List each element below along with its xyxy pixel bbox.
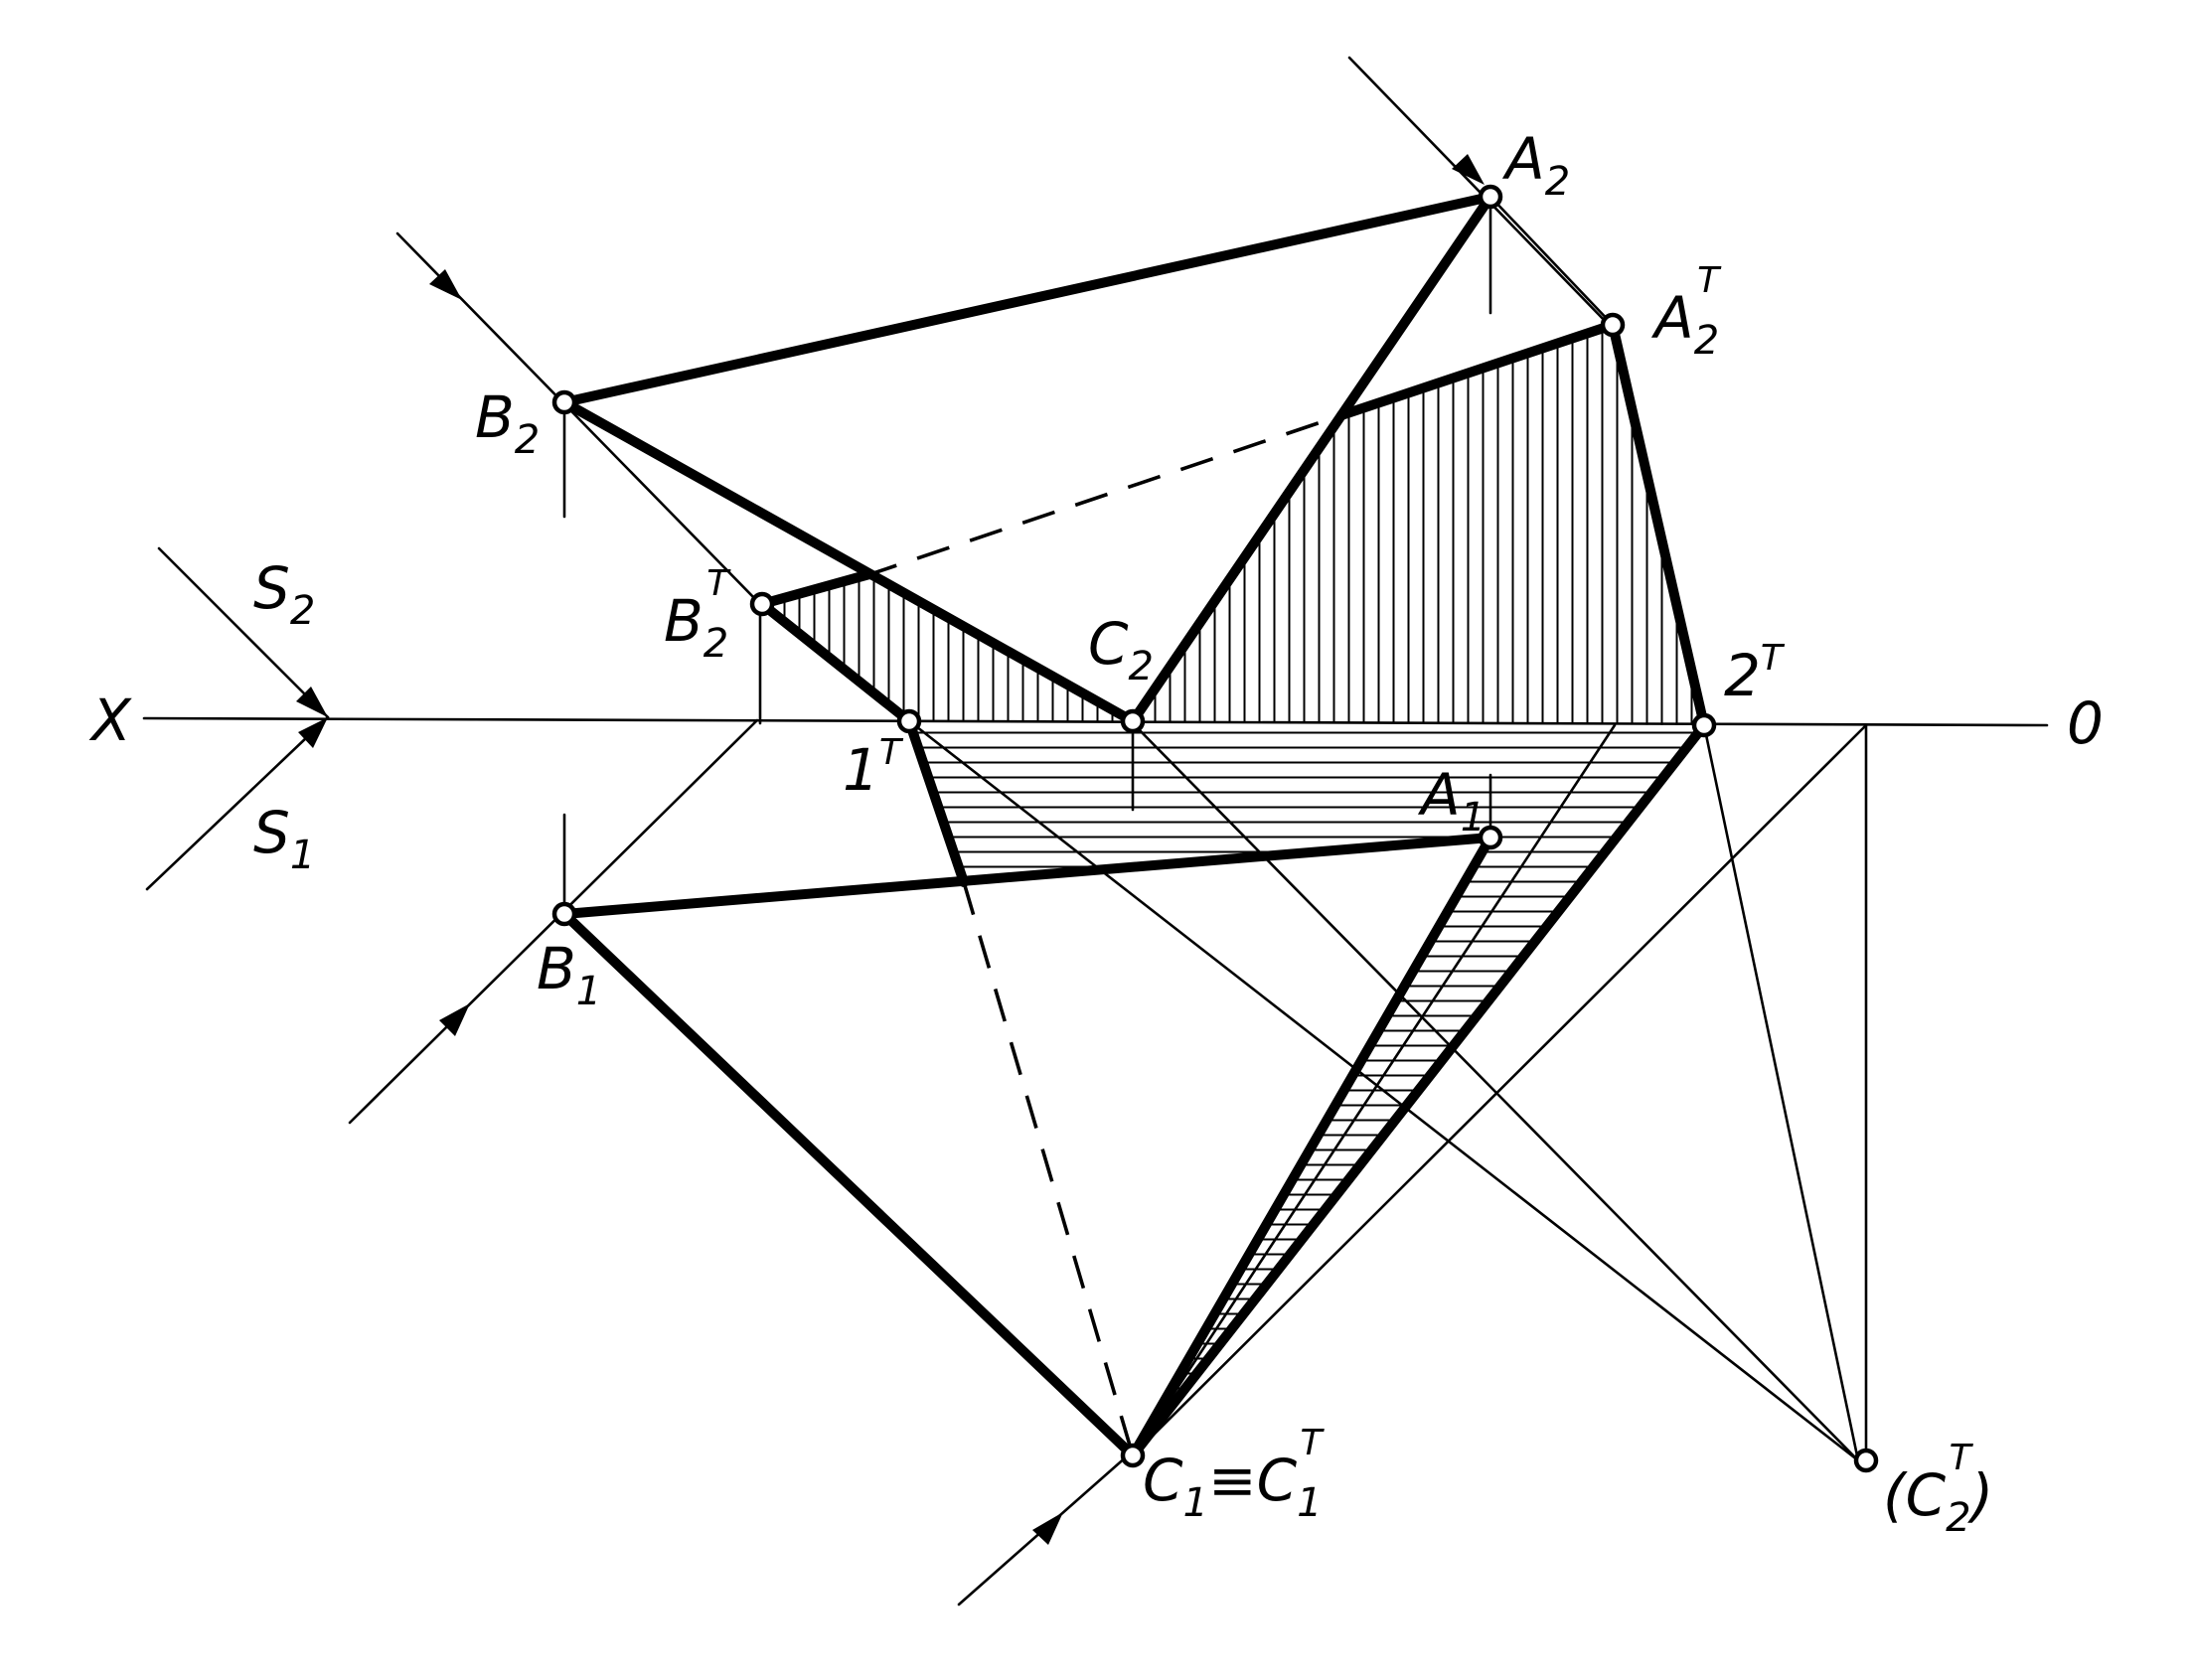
visible-edges — [559, 192, 1709, 1460]
hidden-line-b2t-a2t — [863, 413, 1342, 578]
label-2t: 2T — [1724, 638, 1786, 709]
vertex-points — [551, 184, 1879, 1473]
direction-arrow-s1 — [145, 715, 330, 891]
label-b1: B1 — [537, 935, 601, 1014]
direction-arrow-s2 — [157, 546, 330, 719]
hatch-vertical-shadow — [768, 328, 1693, 725]
label-s2: S2 — [253, 554, 315, 634]
label-c2: C2 — [1088, 610, 1154, 689]
label-a2t: A2T — [1650, 260, 1722, 364]
axis-0-label: 0 — [2067, 689, 2104, 757]
label-c2t: (C2T) — [1883, 1438, 1993, 1541]
hidden-line-1t-c1 — [962, 881, 1135, 1456]
label-s1: S1 — [253, 799, 315, 878]
hatch-horizontal-shadow — [911, 731, 1699, 1450]
label-1t: 1T — [843, 732, 904, 804]
label-c1-c1t: C1≡C1T — [1143, 1423, 1326, 1526]
label-a1: A1 — [1417, 761, 1486, 840]
axis-x-label: X — [88, 687, 132, 754]
axis-x-0 — [142, 716, 2049, 727]
label-b2t: B2T — [664, 563, 731, 667]
label-a2: A2 — [1501, 125, 1570, 205]
label-b2: B2 — [475, 383, 540, 463]
